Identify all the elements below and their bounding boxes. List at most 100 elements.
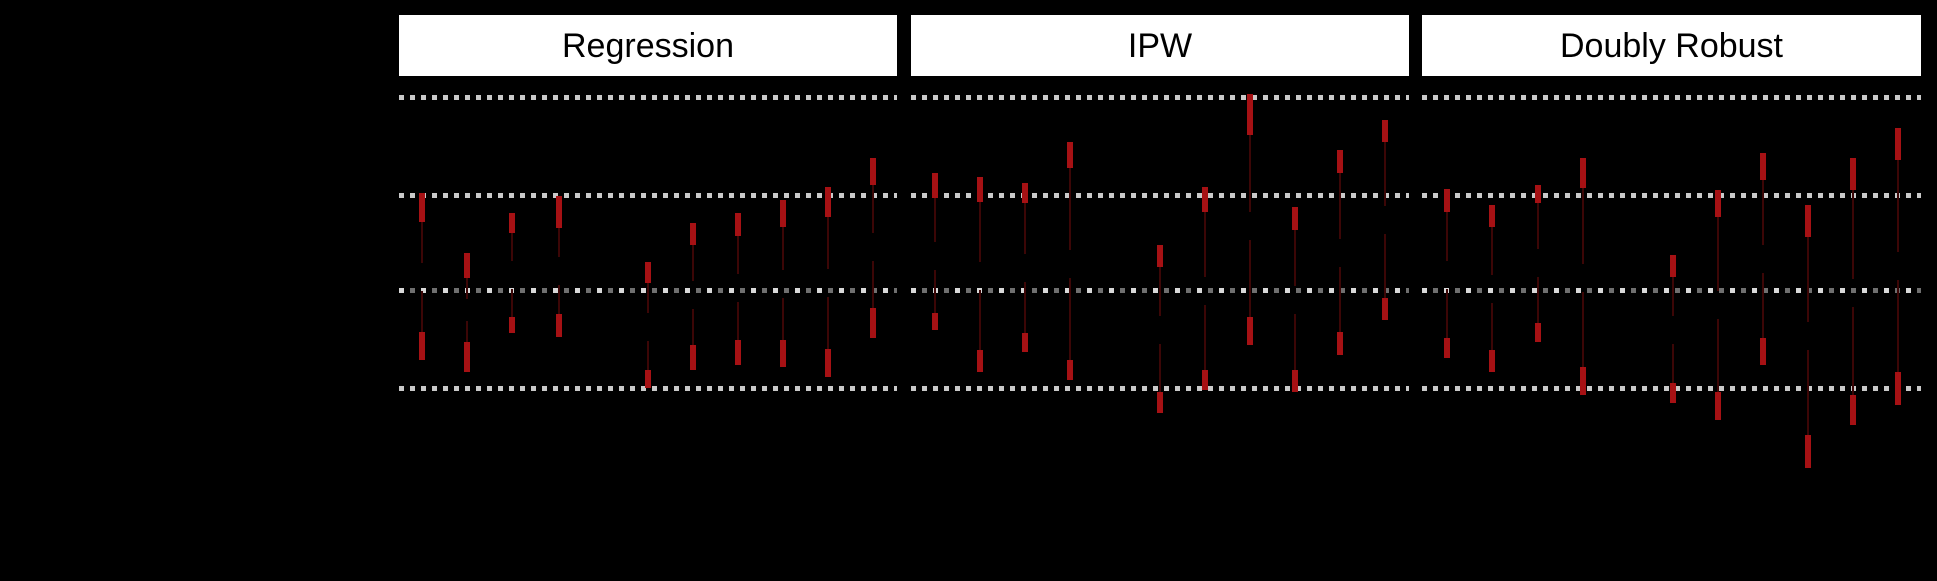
- interval-line-lower: [1024, 282, 1026, 333]
- interval-cap-top: [1895, 128, 1901, 160]
- interval-cap-bottom: [1202, 370, 1208, 390]
- interval-line-upper: [1807, 237, 1809, 322]
- interval-line-upper: [511, 233, 513, 261]
- interval-cap-top: [1535, 185, 1541, 203]
- interval-cap-top: [1489, 205, 1495, 227]
- interval-line-lower: [737, 302, 739, 340]
- interval-cap-top: [509, 213, 515, 233]
- interval-line-upper: [692, 245, 694, 281]
- interval-cap-top: [690, 223, 696, 245]
- interval-cap-top: [932, 173, 938, 198]
- interval-line-lower: [934, 269, 936, 313]
- interval-cap-top: [977, 177, 983, 202]
- interval-cap-top: [556, 196, 562, 228]
- interval-cap-top: [645, 262, 651, 283]
- interval-line-upper: [421, 222, 423, 263]
- interval-line-lower: [692, 309, 694, 345]
- interval-cap-bottom: [932, 313, 938, 330]
- interval-line-lower: [872, 260, 874, 308]
- interval-cap-bottom: [1022, 333, 1028, 352]
- interval-line-upper: [1491, 227, 1493, 275]
- interval-line-upper: [1249, 135, 1251, 212]
- interval-cap-top: [825, 187, 831, 217]
- interval-line-upper: [934, 198, 936, 242]
- interval-cap-bottom: [509, 317, 515, 333]
- interval-cap-bottom: [1895, 372, 1901, 405]
- interval-cap-bottom: [1337, 332, 1343, 355]
- interval-line-lower: [1537, 277, 1539, 323]
- interval-cap-bottom: [1715, 392, 1721, 420]
- interval-cap-bottom: [1850, 395, 1856, 425]
- interval-line-lower: [1897, 280, 1899, 372]
- interval-cap-bottom: [1067, 360, 1073, 380]
- reference-dotted-line: [1422, 288, 1921, 293]
- interval-line-lower: [1717, 318, 1719, 392]
- interval-line-lower: [1807, 350, 1809, 435]
- interval-cap-bottom: [1247, 317, 1253, 345]
- interval-line-lower: [1204, 305, 1206, 370]
- interval-cap-top: [1202, 187, 1208, 212]
- interval-cap-bottom: [1535, 323, 1541, 342]
- interval-cap-bottom: [1157, 392, 1163, 413]
- interval-cap-bottom: [1805, 435, 1811, 468]
- interval-cap-top: [1715, 190, 1721, 217]
- interval-cap-top: [1580, 158, 1586, 188]
- interval-cap-bottom: [464, 342, 470, 372]
- dotted-gridline: [399, 95, 897, 100]
- interval-cap-bottom: [1444, 338, 1450, 358]
- interval-cap-top: [1067, 142, 1073, 168]
- interval-line-upper: [466, 278, 468, 299]
- interval-line-lower: [558, 285, 560, 314]
- interval-line-upper: [558, 228, 560, 257]
- interval-line-upper: [1582, 188, 1584, 264]
- interval-line-lower: [1762, 273, 1764, 338]
- interval-cap-top: [1760, 153, 1766, 180]
- interval-cap-top: [1670, 255, 1676, 277]
- interval-line-upper: [1384, 142, 1386, 206]
- interval-cap-top: [1337, 150, 1343, 173]
- interval-cap-bottom: [735, 340, 741, 365]
- interval-line-lower: [1582, 291, 1584, 367]
- interval-cap-bottom: [1760, 338, 1766, 365]
- interval-line-lower: [1339, 266, 1341, 332]
- interval-line-upper: [647, 283, 649, 313]
- interval-cap-bottom: [825, 349, 831, 377]
- interval-line-lower: [979, 290, 981, 350]
- interval-line-upper: [1159, 267, 1161, 316]
- dotted-gridline: [1422, 193, 1921, 198]
- interval-cap-bottom: [690, 345, 696, 370]
- interval-cap-top: [1805, 205, 1811, 237]
- interval-line-lower: [827, 297, 829, 349]
- interval-line-upper: [979, 202, 981, 262]
- interval-line-upper: [1339, 173, 1341, 239]
- interval-cap-top: [1382, 120, 1388, 142]
- interval-line-upper: [1762, 180, 1764, 245]
- interval-line-upper: [1446, 212, 1448, 261]
- interval-cap-bottom: [780, 340, 786, 367]
- interval-line-upper: [1852, 190, 1854, 279]
- dotted-gridline: [911, 95, 1409, 100]
- interval-line-lower: [1384, 234, 1386, 298]
- interval-line-upper: [1294, 230, 1296, 286]
- dotted-gridline: [911, 193, 1409, 198]
- interval-cap-bottom: [419, 332, 425, 360]
- interval-line-upper: [827, 217, 829, 269]
- interval-line-upper: [1537, 203, 1539, 249]
- interval-line-upper: [1672, 277, 1674, 316]
- interval-line-upper: [872, 185, 874, 233]
- dotted-gridline: [399, 193, 897, 198]
- interval-line-upper: [1897, 160, 1899, 252]
- interval-cap-top: [1022, 183, 1028, 203]
- interval-cap-bottom: [977, 350, 983, 372]
- interval-line-lower: [1672, 344, 1674, 383]
- dotted-gridline: [399, 386, 897, 391]
- interval-cap-top: [1444, 189, 1450, 212]
- interval-line-upper: [1717, 217, 1719, 291]
- interval-cap-top: [1292, 207, 1298, 230]
- interval-cap-bottom: [1670, 383, 1676, 403]
- interval-line-lower: [1249, 240, 1251, 317]
- panel-header-ipw: IPW: [911, 15, 1409, 76]
- interval-line-lower: [647, 340, 649, 370]
- interval-line-lower: [511, 289, 513, 317]
